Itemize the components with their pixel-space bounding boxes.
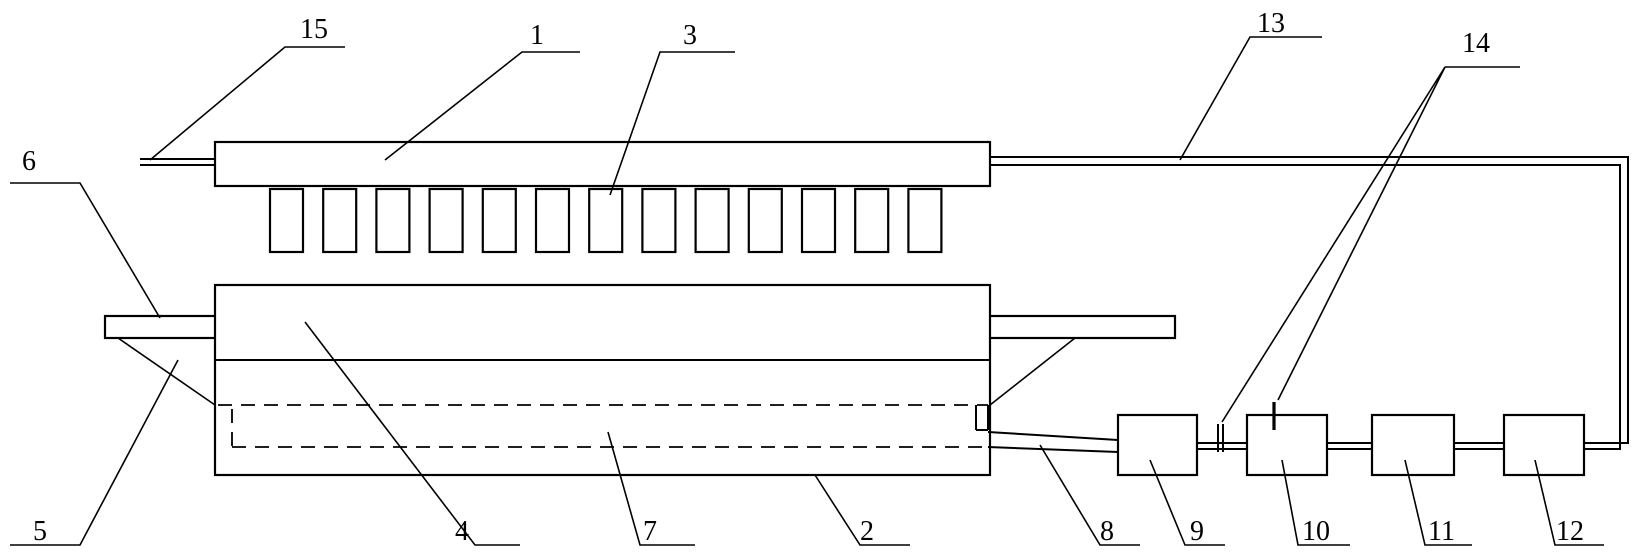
label-14: 14 [1462, 28, 1490, 59]
unit-11 [1370, 413, 1456, 477]
leader-13 [1179, 36, 1322, 161]
label-15: 15 [300, 14, 328, 45]
leader-lines [10, 36, 1604, 546]
label-11: 11 [1428, 516, 1455, 547]
label-13: 13 [1257, 8, 1285, 39]
top-bar-1 [213, 140, 992, 188]
block-8 [641, 187, 677, 254]
label-10: 10 [1302, 516, 1330, 547]
block-6 [534, 187, 571, 254]
return-pipe-13-outer [990, 156, 1629, 444]
unit-10 [1245, 413, 1329, 477]
leader-15 [149, 46, 345, 161]
label-1: 1 [530, 20, 544, 51]
leader-3 [609, 51, 735, 196]
left-bracket-5 [117, 337, 216, 406]
block-4 [428, 187, 464, 254]
block-11 [800, 187, 837, 254]
right-bracket [989, 337, 1076, 406]
left-rail-6 [103, 314, 219, 340]
label-5: 5 [33, 516, 47, 547]
label-3: 3 [683, 20, 697, 51]
pipe-8-upper [987, 431, 1119, 441]
block-10 [747, 187, 783, 254]
housing-4 [213, 283, 992, 477]
leader-1 [384, 51, 580, 161]
leader-6 [10, 182, 161, 319]
leader-10 [1281, 459, 1350, 546]
block-3 [375, 187, 411, 254]
leader-4 [304, 321, 520, 546]
right-rail [986, 314, 1177, 340]
lower-housing-assembly [103, 283, 1177, 477]
leader-7 [607, 431, 695, 546]
unit-9 [1116, 413, 1199, 477]
leader-8 [1039, 444, 1140, 546]
label-4: 4 [455, 516, 469, 547]
block-1 [268, 187, 305, 254]
leader-14-a [1221, 66, 1446, 423]
block-row-3 [268, 187, 943, 254]
leader-11 [1404, 459, 1472, 546]
label-8: 8 [1100, 516, 1114, 547]
block-12 [854, 187, 890, 254]
leader-9 [1149, 459, 1225, 546]
label-12: 12 [1556, 516, 1584, 547]
leader-2 [814, 474, 910, 546]
block-7 [588, 187, 624, 254]
processing-units [1116, 402, 1586, 477]
label-7: 7 [643, 516, 657, 547]
label-6: 6 [22, 146, 36, 177]
label-9: 9 [1190, 516, 1204, 547]
reference-numerals: 15 1 3 13 14 6 5 4 7 2 8 9 10 11 12 [22, 8, 1584, 547]
leader-12 [1534, 459, 1604, 546]
return-pipe-13-inner [990, 164, 1621, 450]
leader-5 [10, 359, 179, 546]
label-2: 2 [860, 516, 874, 547]
pipe-8 [987, 431, 1119, 453]
block-13 [907, 187, 943, 254]
pipe-8-lower [987, 446, 1119, 453]
block-2 [322, 187, 358, 254]
unit-12 [1502, 413, 1586, 477]
top-bar-assembly [140, 140, 992, 188]
leader-14-b [1277, 66, 1446, 401]
block-5 [481, 187, 517, 254]
block-9 [694, 187, 730, 254]
return-pipe-13 [990, 156, 1629, 450]
